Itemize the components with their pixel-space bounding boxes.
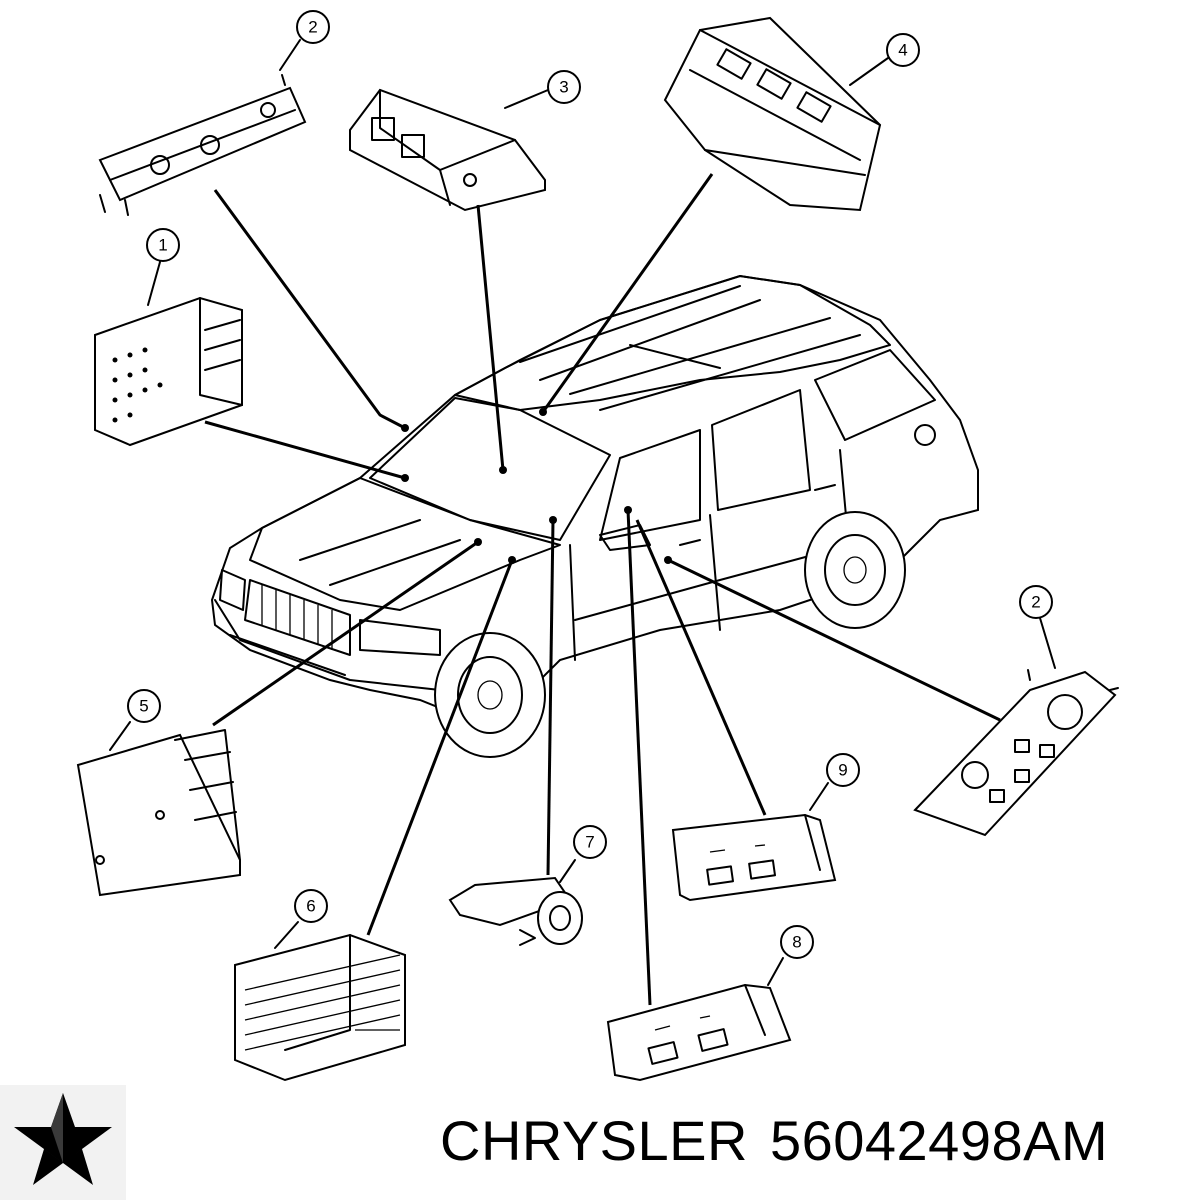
chrysler-pentastar-icon (0, 1085, 126, 1200)
leader-7 (546, 519, 555, 876)
svg-text:4: 4 (898, 41, 907, 60)
svg-text:5: 5 (139, 697, 148, 716)
rear-wheel (804, 511, 906, 629)
part-caption: CHRYSLER 56042498AM (440, 1108, 1130, 1173)
callout-2-top: 2 (296, 10, 330, 44)
callout-6: 6 (294, 889, 328, 923)
leader-lines (204, 173, 1001, 1006)
module-7-illustration (448, 876, 583, 946)
module-8-illustration (606, 983, 792, 1082)
callout-7: 7 (573, 825, 607, 859)
callout-3: 3 (547, 70, 581, 104)
svg-text:6: 6 (306, 897, 315, 916)
callout-2-bottom: 2 (1019, 585, 1053, 619)
leader-2-top (213, 189, 406, 430)
svg-text:7: 7 (585, 833, 594, 852)
callout-9: 9 (826, 753, 860, 787)
svg-text:9: 9 (838, 761, 847, 780)
leader-1 (204, 420, 406, 480)
module-1-illustration (94, 296, 243, 447)
callout-pointers (109, 39, 1056, 986)
svg-text:2: 2 (1031, 593, 1040, 612)
front-wheel (434, 632, 546, 758)
brand-name: CHRYSLER (440, 1109, 748, 1172)
svg-text:8: 8 (792, 933, 801, 952)
callout-4: 4 (886, 33, 920, 67)
vehicle-illustration (210, 274, 979, 758)
leader-2-bottom (667, 558, 1001, 722)
callout-1: 1 (146, 228, 180, 262)
callout-8: 8 (780, 925, 814, 959)
module-2-bottom-illustration (913, 669, 1119, 837)
leader-9 (635, 519, 767, 816)
module-6-illustration (234, 933, 406, 1082)
part-number: 56042498AM (769, 1109, 1109, 1172)
module-4-illustration (663, 16, 882, 212)
svg-text:2: 2 (308, 18, 317, 37)
module-9-illustration (671, 813, 837, 902)
callout-5: 5 (127, 689, 161, 723)
leader-5 (212, 540, 479, 727)
module-5-illustration (76, 729, 241, 897)
module-2-top-illustration (98, 74, 307, 216)
svg-text:1: 1 (158, 236, 167, 255)
leader-8 (626, 509, 652, 1006)
svg-text:3: 3 (559, 78, 568, 97)
leader-3 (476, 204, 505, 471)
module-3-illustration (349, 88, 546, 212)
leader-4 (541, 173, 714, 413)
leader-6 (366, 559, 514, 936)
